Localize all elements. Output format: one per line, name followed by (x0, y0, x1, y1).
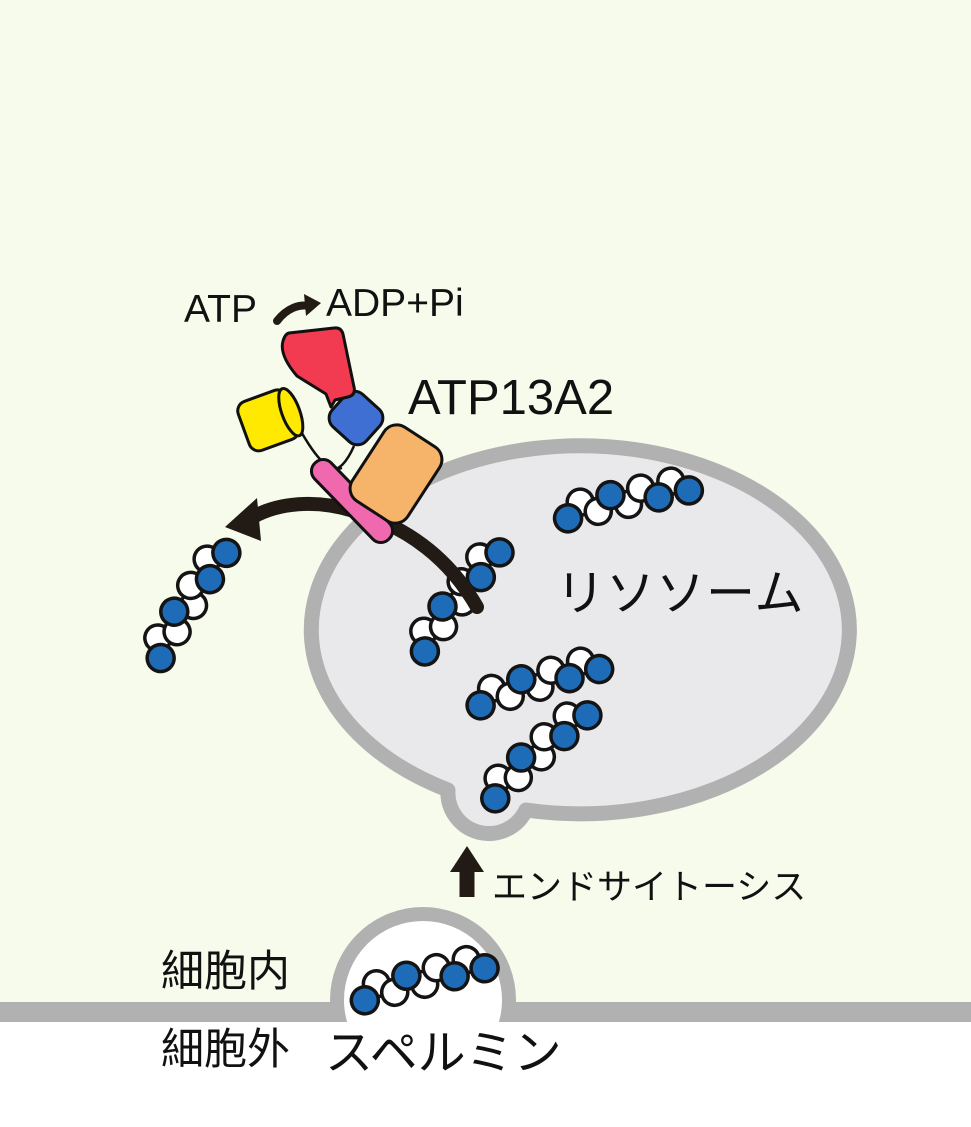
amine-bead (506, 664, 537, 695)
amine-bead (159, 596, 190, 627)
atp-label: ATP (184, 288, 257, 331)
adp-pi-label: ADP+Pi (326, 282, 464, 325)
amine-bead (505, 742, 537, 773)
amine-bead (673, 475, 705, 506)
spermine-lysosome-3 (465, 646, 615, 721)
lysosome-label: リソソーム (556, 567, 805, 621)
endocytosis-arrow-head (450, 846, 484, 872)
amine-bead (409, 636, 441, 667)
amine-bead (194, 563, 226, 595)
spermine-vesicle (349, 944, 500, 1016)
endocytosis-label: エンドサイトーシス (492, 868, 807, 907)
intracellular-label: 細胞内 (161, 948, 290, 996)
amine-bead (595, 479, 626, 511)
spermine-export-arrow-head (225, 498, 261, 541)
amine-bead (572, 700, 603, 731)
spermine-chains (143, 466, 705, 1016)
actuator-domain-yellow (236, 386, 305, 453)
spermine-lysosome-1 (552, 466, 705, 534)
spermine-lysosome-2 (409, 537, 515, 667)
lysosome (303, 438, 857, 841)
amine-bead (484, 537, 515, 568)
amine-bead (480, 783, 511, 814)
spermine-label: スペルミン (325, 1027, 562, 1080)
extracellular-label: 細胞外 (161, 1026, 290, 1074)
amine-bead (554, 662, 585, 694)
amine-bead (211, 537, 242, 569)
amine-bead (145, 642, 176, 674)
atp-arrow-head (304, 294, 321, 316)
spermine-exported (143, 537, 242, 674)
phosphorylation-domain-blue (327, 389, 385, 447)
yellow-cylinder-face (277, 386, 305, 438)
amine-bead (391, 960, 422, 991)
atp13a2-label: ATP13A2 (408, 371, 615, 425)
amine-bead (439, 961, 470, 992)
amine-bead (427, 591, 458, 622)
amine-bead (583, 653, 615, 685)
amine-bead (549, 720, 580, 752)
nucleotide-domain-red (280, 326, 356, 409)
atp13a2-complex (236, 326, 444, 545)
amine-bead (643, 482, 674, 513)
vesicle-neck-opening (320, 1022, 526, 1127)
amine-bead (349, 985, 381, 1016)
amine-bead (552, 503, 584, 534)
atp-hydrolysis-arrow (273, 294, 321, 325)
endocytosis-arrow (450, 846, 484, 897)
membrane-domain-orange (348, 423, 444, 525)
spermine-lysosome-bud (480, 700, 603, 814)
amine-bead (469, 952, 500, 984)
amine-bead (465, 690, 496, 721)
